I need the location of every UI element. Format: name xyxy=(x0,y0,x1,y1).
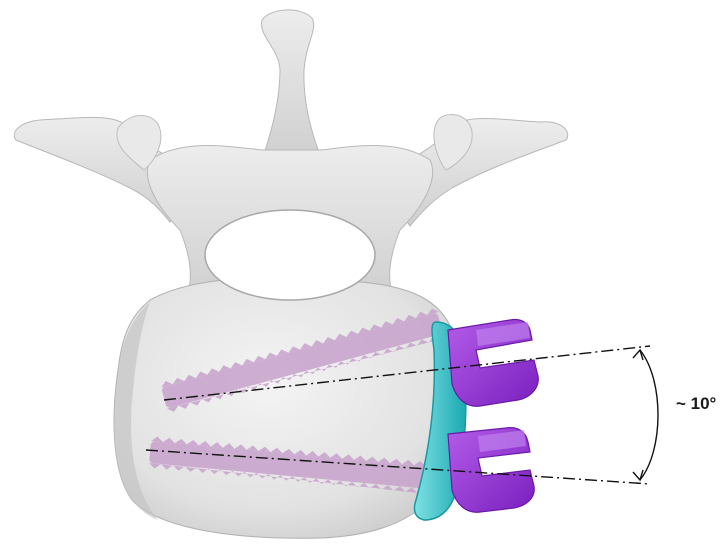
vertebral-body xyxy=(114,278,458,539)
angle-label: ~ 10° xyxy=(676,394,716,414)
spinous-process xyxy=(261,10,322,160)
angle-arc-curve xyxy=(640,350,658,480)
vertebral-foramen xyxy=(205,210,375,300)
angle-arc xyxy=(633,350,658,480)
lower-clip xyxy=(448,428,534,513)
